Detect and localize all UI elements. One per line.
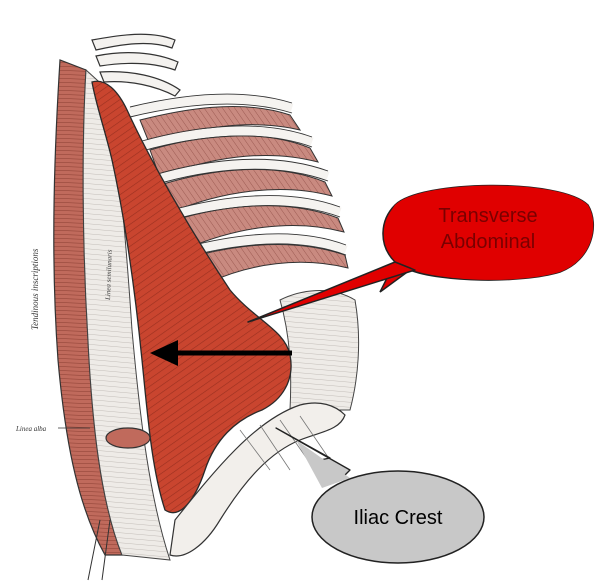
linea-alba-label: Linea alba xyxy=(15,425,47,433)
iliac-callout-label: Iliac Crest xyxy=(354,507,443,529)
transverse-callout-line2: Abdominal xyxy=(441,231,536,253)
transverse-callout-line1: Transverse xyxy=(438,205,537,227)
iliac-callout-pointer-join xyxy=(296,440,350,488)
rectus-cross-section xyxy=(106,428,150,448)
tendinous-inscriptions-label: Tendinous inscriptions xyxy=(30,248,40,330)
